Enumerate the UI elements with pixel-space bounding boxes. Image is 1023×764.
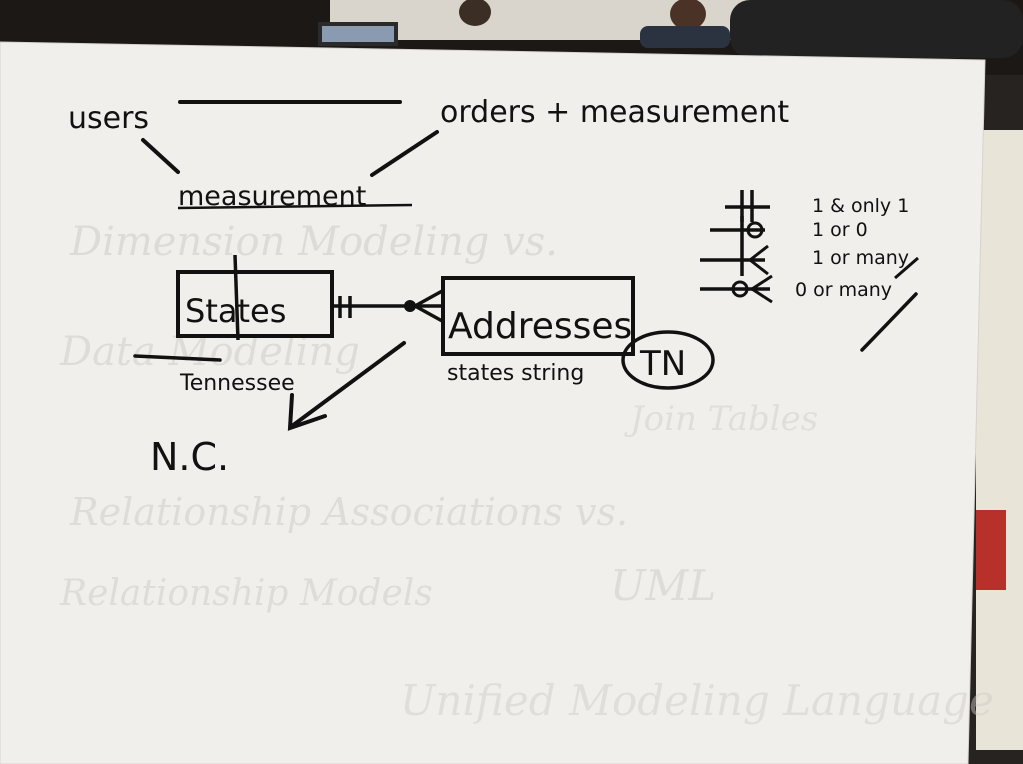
side-device-screen [976,130,1023,750]
paper-edge [0,41,986,764]
legend-label: 1 & only 1 [812,195,909,217]
entity-addresses-label: Addresses [448,306,632,347]
line-right-diag [370,130,439,177]
side-device-graphic [976,510,1006,590]
legend-prong [749,258,769,276]
states-pk-line [233,254,240,341]
note-tennessee: Tennessee [179,371,295,396]
ghost-text: UML [610,561,716,610]
legend-label: 1 or many [812,247,909,269]
entity-states-label: States [185,292,286,330]
note-orders: orders + measurement [440,95,789,130]
note-users: users [68,101,149,136]
legend-label: 0 or many [795,279,892,301]
note-states-string: states string [447,361,584,386]
measurement-underline [177,203,413,210]
monitor-screen [322,26,394,42]
entity-addresses-box [441,276,635,356]
note-nc: N.C. [150,435,229,479]
note-tn: TN [639,344,686,384]
line-left-diag [141,138,180,174]
arrow-shaft [290,341,406,428]
entity-states-box [176,270,334,338]
legend-circle [746,221,764,239]
cardinality-legend: 1 & only 1 1 or 0 1 or many 0 or many [700,190,919,352]
person-head [670,0,706,30]
legend-prong [751,274,773,291]
states-attr-line [133,354,222,362]
person-body [640,26,730,48]
arrow-head [287,393,327,431]
ghost-text: Join Tables [624,399,818,439]
ghost-text: Unified Modeling Language [400,676,994,725]
person-shoulder [730,0,1023,58]
ghost-text: Relationship Models [59,573,433,614]
crow-foot-circle [404,300,416,312]
crow-foot-prong [414,288,445,308]
legend-prong [749,244,769,262]
tn-circle [621,330,715,390]
legend-prong [751,287,773,304]
ghost-text: Relationship Associations vs. [69,490,628,534]
legend-circle [731,280,749,298]
legend-mark [860,292,918,352]
paper-sheet [0,42,985,764]
ghost-text: Dimension Modeling vs. [69,219,558,265]
legend-mark [894,256,919,280]
crow-foot-prong [414,304,445,324]
person-head [459,0,491,26]
legend-label: 1 or 0 [812,219,868,241]
